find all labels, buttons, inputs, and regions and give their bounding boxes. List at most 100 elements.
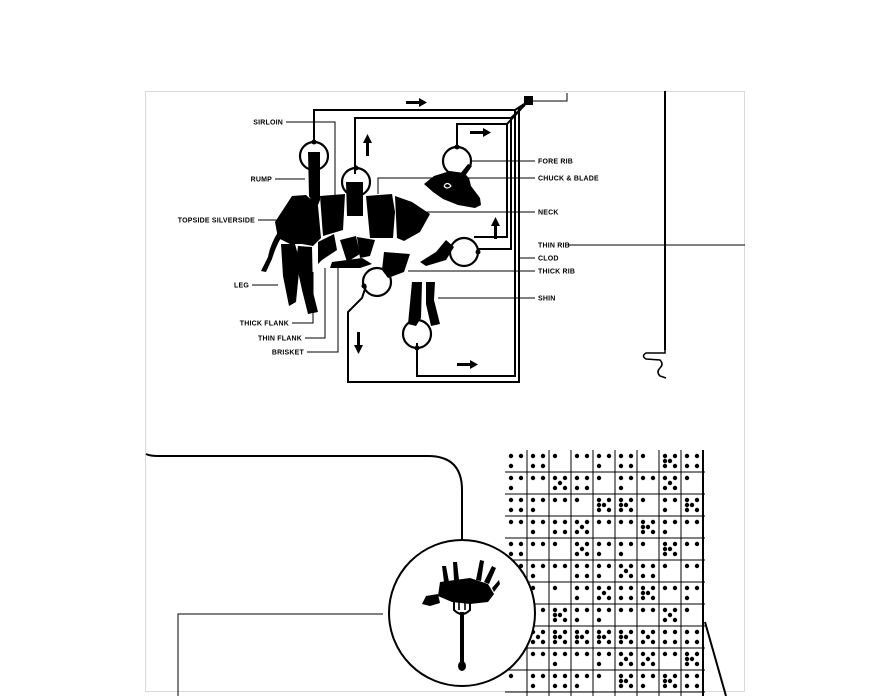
grid-slant-line [704, 621, 727, 696]
grid-dot [694, 629, 700, 635]
grid-dot [584, 475, 590, 481]
grid-dot [552, 485, 558, 491]
grid-dot [650, 595, 656, 601]
grid-dot [552, 661, 558, 667]
grid-dot [508, 541, 514, 547]
grid-dot [596, 585, 602, 591]
grid-dot [540, 651, 546, 657]
grid-dot [662, 458, 668, 464]
grid-dot [574, 629, 580, 635]
grid-dot [684, 595, 690, 601]
grid-dot [579, 546, 585, 552]
grid-dot [606, 519, 612, 525]
grid-dot [650, 651, 656, 657]
grid-dot [596, 463, 602, 469]
cow-cuts-icon [261, 152, 481, 326]
grid-dot [596, 502, 602, 508]
grid-dot [672, 541, 678, 547]
grid-dot [694, 563, 700, 569]
leader-lines-right [377, 160, 535, 299]
grid-dot [574, 585, 580, 591]
grid-dot [662, 651, 668, 657]
grid-dot [596, 607, 602, 613]
grid-dot [618, 661, 624, 667]
grid-dot [628, 463, 634, 469]
grid-dot [552, 519, 558, 525]
grid-dot [574, 607, 580, 613]
grid-dot [672, 585, 678, 591]
grid-dot [684, 683, 690, 689]
grid-dot [540, 475, 546, 481]
grid-dot [540, 453, 546, 459]
grid-dot [645, 524, 651, 530]
grid-dot [557, 480, 563, 486]
grid-dot [596, 617, 602, 623]
grid-dot [694, 541, 700, 547]
grid-dot [640, 529, 646, 535]
grid-dot [684, 453, 690, 459]
grid-dot [672, 683, 678, 689]
grid-dot [574, 595, 580, 601]
grid-dot [618, 629, 624, 635]
label-clod: CLOD [538, 256, 559, 263]
grid-dot [552, 683, 558, 689]
grid-dot [562, 651, 568, 657]
grid-dot [684, 651, 690, 657]
grid-dot [562, 629, 568, 635]
grid-dot [584, 519, 590, 525]
grid-dot [650, 673, 656, 679]
grid-dot [574, 651, 580, 657]
grid-dot [640, 453, 646, 459]
grid-dot [606, 639, 612, 645]
grid-dot [684, 673, 690, 679]
grid-dot [618, 519, 624, 525]
grid-dot [694, 639, 700, 645]
grid-dot [596, 519, 602, 525]
grid-dot [662, 673, 668, 679]
grid-dot [628, 541, 634, 547]
grid-dot [552, 563, 558, 569]
grid-dot [640, 639, 646, 645]
grid-dot [552, 453, 558, 459]
grid-dot [628, 585, 634, 591]
grid-dot [562, 673, 568, 679]
grid-dot [628, 563, 634, 569]
grid-dot [574, 634, 580, 640]
grid-dot [530, 475, 536, 481]
grid-dot [694, 585, 700, 591]
grid-dot [508, 497, 514, 503]
grid-dot [640, 573, 646, 579]
grid-dot [662, 485, 668, 491]
grid-dot [618, 497, 624, 503]
grid-dot [618, 607, 624, 613]
grid-dot [684, 475, 690, 481]
grid-dot [684, 541, 690, 547]
grid-dot [552, 541, 558, 547]
grid-dot [606, 585, 612, 591]
grid-dot [662, 551, 668, 557]
grid-dot [540, 673, 546, 679]
label-leg: LEG [234, 283, 249, 290]
grid-dot [662, 541, 668, 547]
grid-dot [662, 639, 668, 645]
grid-dot [596, 453, 602, 459]
grid-dot [574, 453, 580, 459]
grid-dot [662, 463, 668, 469]
arrow-right-icon [457, 360, 478, 369]
grid-dot [618, 678, 624, 684]
grid-dot [640, 651, 646, 657]
grid-dot [694, 497, 700, 503]
grid-dot [672, 485, 678, 491]
grid-dot [628, 497, 634, 503]
grid-dot [596, 573, 602, 579]
grid-dot [689, 502, 695, 508]
arrow-up-icon [491, 217, 500, 239]
grid-dot [618, 573, 624, 579]
grid-dot [618, 485, 624, 491]
grid-dot [518, 475, 524, 481]
grid-dot [623, 678, 629, 684]
grid-dot [584, 651, 590, 657]
grid-dot [518, 551, 524, 557]
grid-dot [552, 607, 558, 613]
grid-dot [518, 453, 524, 459]
